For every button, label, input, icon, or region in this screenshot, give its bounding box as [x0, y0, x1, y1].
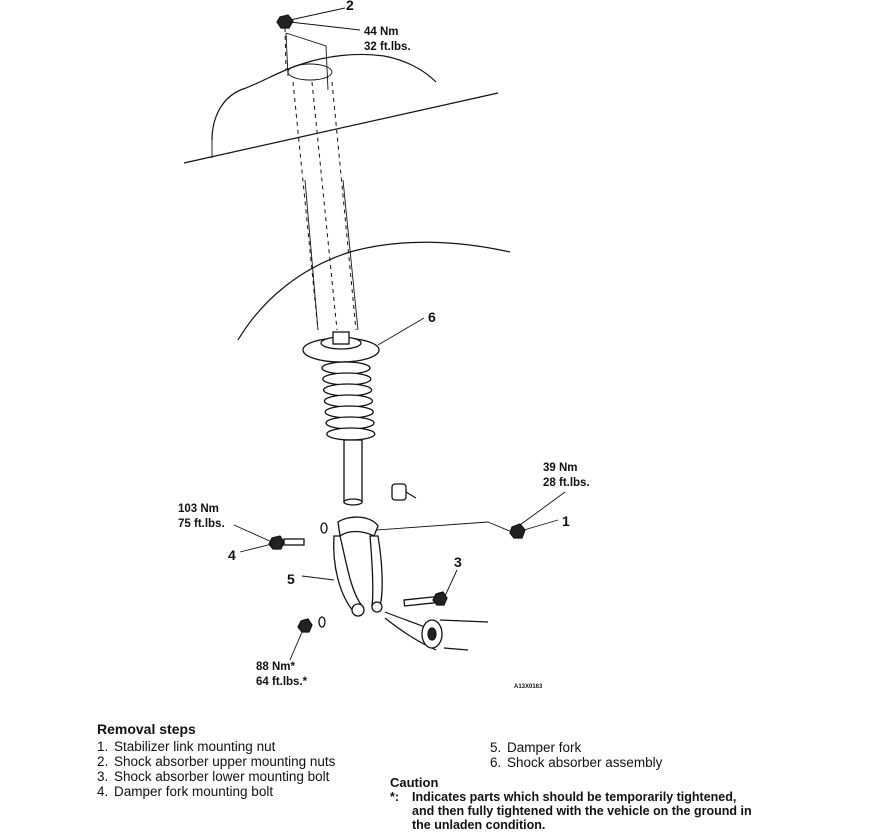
coil-spring-turn [321, 361, 371, 375]
torque-stabilizer-nm: 39 Nm [543, 462, 578, 474]
damper-fork-mounting-bolt [268, 522, 328, 550]
shock-absorber-assembly [302, 331, 380, 506]
stabilizer-link-nut [509, 523, 526, 539]
lower-mounting-bolt [403, 591, 448, 607]
callout-6: 6 [428, 309, 436, 325]
coil-spring-turn [323, 394, 374, 408]
callout-4: 4 [228, 547, 236, 563]
stabilizer-link [375, 483, 526, 539]
torque-stabilizer-ftlbs: 28 ft.lbs. [543, 477, 590, 489]
caution-note: Caution *: Indicates parts which should … [390, 775, 760, 833]
strut-tower-panel [183, 53, 499, 164]
torque-upper-ftlbs: 32 ft.lbs. [364, 41, 411, 53]
removal-steps-right: 5.Damper fork 6.Shock absorber assembly [490, 740, 662, 770]
torque-lower-ftlbs: 64 ft.lbs.* [256, 676, 308, 688]
caution-text: Indicates parts which should be temporar… [412, 790, 752, 832]
callout-3: 3 [454, 554, 462, 570]
upper-mount [276, 14, 333, 91]
leader-lines [233, 7, 566, 661]
lower-arm [384, 611, 489, 651]
caution-title: Caution [390, 775, 439, 790]
list-item: 5.Damper fork [490, 740, 582, 755]
torque-lower-nm: 88 Nm* [256, 661, 296, 673]
torque-fork-bolt-nm: 103 Nm [178, 503, 219, 515]
coil-spring-turn [325, 416, 375, 430]
wheel-arch-line [237, 241, 511, 341]
torque-upper-nm: 44 Nm [364, 26, 399, 38]
list-item: 3.Shock absorber lower mounting bolt [97, 769, 330, 784]
removal-steps-left: Removal steps 1.Stabilizer link mounting… [97, 721, 357, 800]
coil-spring-turn [322, 372, 372, 386]
shock-absorber-exploded-diagram: 2 6 1 4 5 3 44 Nm 32 ft.lbs. 39 Nm 28 ft… [178, 0, 590, 690]
figure-code: A13X0163 [514, 684, 543, 690]
callout-5: 5 [287, 571, 295, 587]
callout-2: 2 [346, 0, 354, 13]
list-item: 2.Shock absorber upper mounting nuts [97, 754, 336, 769]
coil-spring-turn [326, 427, 376, 441]
coil-spring-turn [324, 405, 374, 419]
coil-spring-turn [322, 383, 373, 397]
list-item: 6.Shock absorber assembly [490, 755, 663, 770]
list-item: 1.Stabilizer link mounting nut [97, 739, 276, 754]
list-item: 4.Damper fork mounting bolt [97, 784, 274, 799]
removal-steps-title: Removal steps [97, 721, 196, 737]
damper-fork [333, 516, 383, 617]
torque-fork-bolt-ftlbs: 75 ft.lbs. [178, 518, 225, 530]
upper-mounting-nut [276, 14, 294, 29]
callout-1: 1 [562, 513, 570, 529]
lower-mounting-nut [297, 618, 313, 633]
caution-mark: *: [390, 790, 400, 804]
